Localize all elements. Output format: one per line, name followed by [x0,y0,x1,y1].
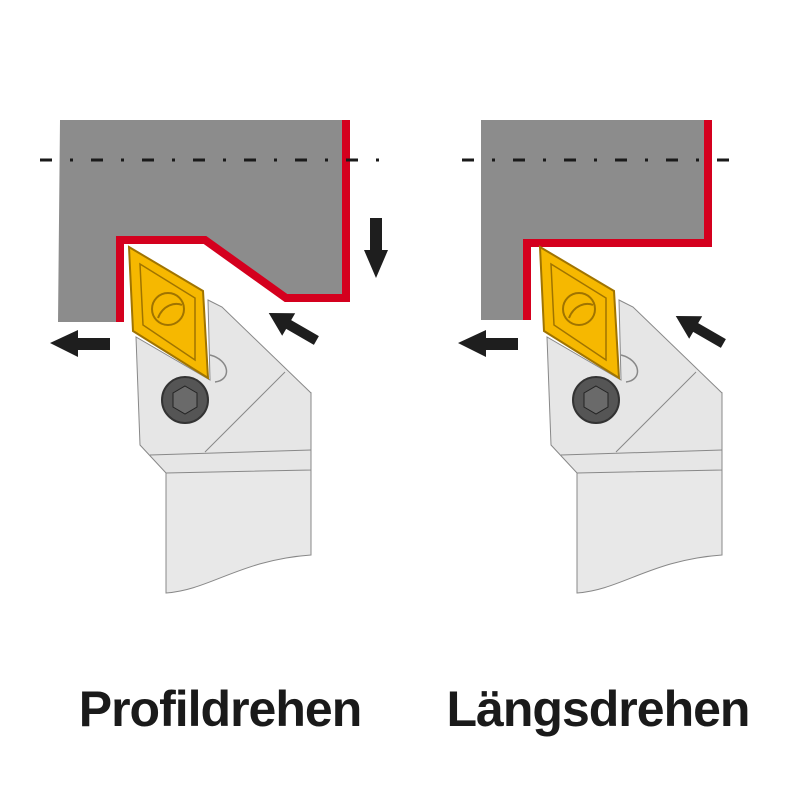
label-profildrehen: Profildrehen [78,681,362,737]
feed-arrow-left-icon [458,330,518,357]
workpiece-left [40,120,392,322]
workpiece-right [462,120,742,320]
label-laengsdrehen: Längsdrehen [446,681,751,737]
feed-arrow-down-icon [364,218,388,278]
feed-arrow-diagonal-right-icon [675,316,726,348]
tool-holder-right [539,246,723,594]
feed-arrow-left-icon [50,330,110,357]
feed-arrow-diagonal-left-icon [268,313,319,345]
